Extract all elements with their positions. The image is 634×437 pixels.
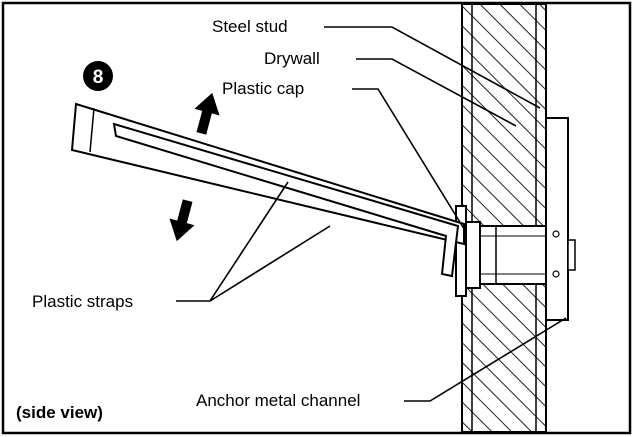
label-anchor-metal-channel: Anchor metal channel	[196, 391, 360, 410]
arrow-up-icon	[194, 92, 220, 135]
steel-stud-plate	[545, 117, 576, 321]
step-number: 8	[93, 67, 104, 88]
wall	[461, 3, 547, 433]
label-view: (side view)	[16, 403, 103, 422]
anchor-metal-channel	[477, 225, 547, 285]
label-steel-stud: Steel stud	[212, 17, 288, 36]
arrow-down-icon	[169, 199, 195, 242]
label-plastic-straps: Plastic straps	[32, 292, 133, 311]
plastic-straps	[70, 102, 465, 278]
leader-lines	[176, 26, 567, 402]
label-drywall: Drywall	[264, 49, 320, 68]
label-plastic-cap: Plastic cap	[222, 79, 304, 98]
step-badge: 8	[83, 61, 113, 91]
drywall-section	[461, 3, 547, 433]
